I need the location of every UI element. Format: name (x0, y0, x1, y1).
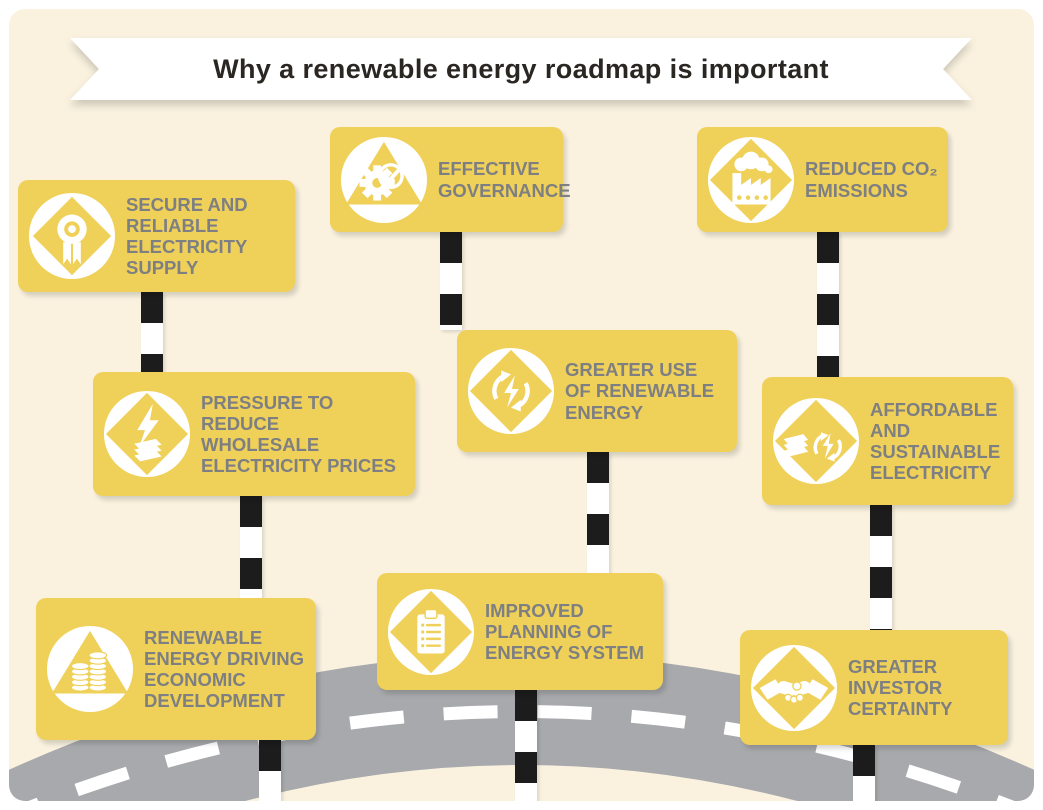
handshake-icon (750, 644, 838, 731)
sign-pole (587, 452, 609, 573)
coins-icon (46, 625, 134, 713)
renewable-bolt-icon (467, 347, 555, 435)
title-banner: Why a renewable energy roadmap is import… (70, 38, 972, 100)
sign-pole (141, 292, 163, 372)
ribbon-background: Why a renewable energy roadmap is import… (70, 38, 972, 100)
page-title: Why a renewable energy roadmap is import… (213, 53, 829, 84)
sign-pole (440, 232, 462, 330)
infographic-canvas: Why a renewable energy roadmap is import… (9, 9, 1034, 801)
medal-icon (28, 192, 116, 280)
sign-pole (259, 740, 281, 801)
money-renewable-icon (772, 397, 860, 485)
gear-check-icon (340, 136, 428, 223)
clipboard-icon (387, 588, 475, 675)
factory-icon (707, 136, 795, 223)
sign-pole (240, 496, 262, 598)
sign-pole (853, 745, 875, 801)
sign-pole (817, 232, 839, 377)
bolt-money-icon (103, 390, 191, 478)
sign-pole (870, 505, 892, 630)
sign-pole (515, 690, 537, 801)
